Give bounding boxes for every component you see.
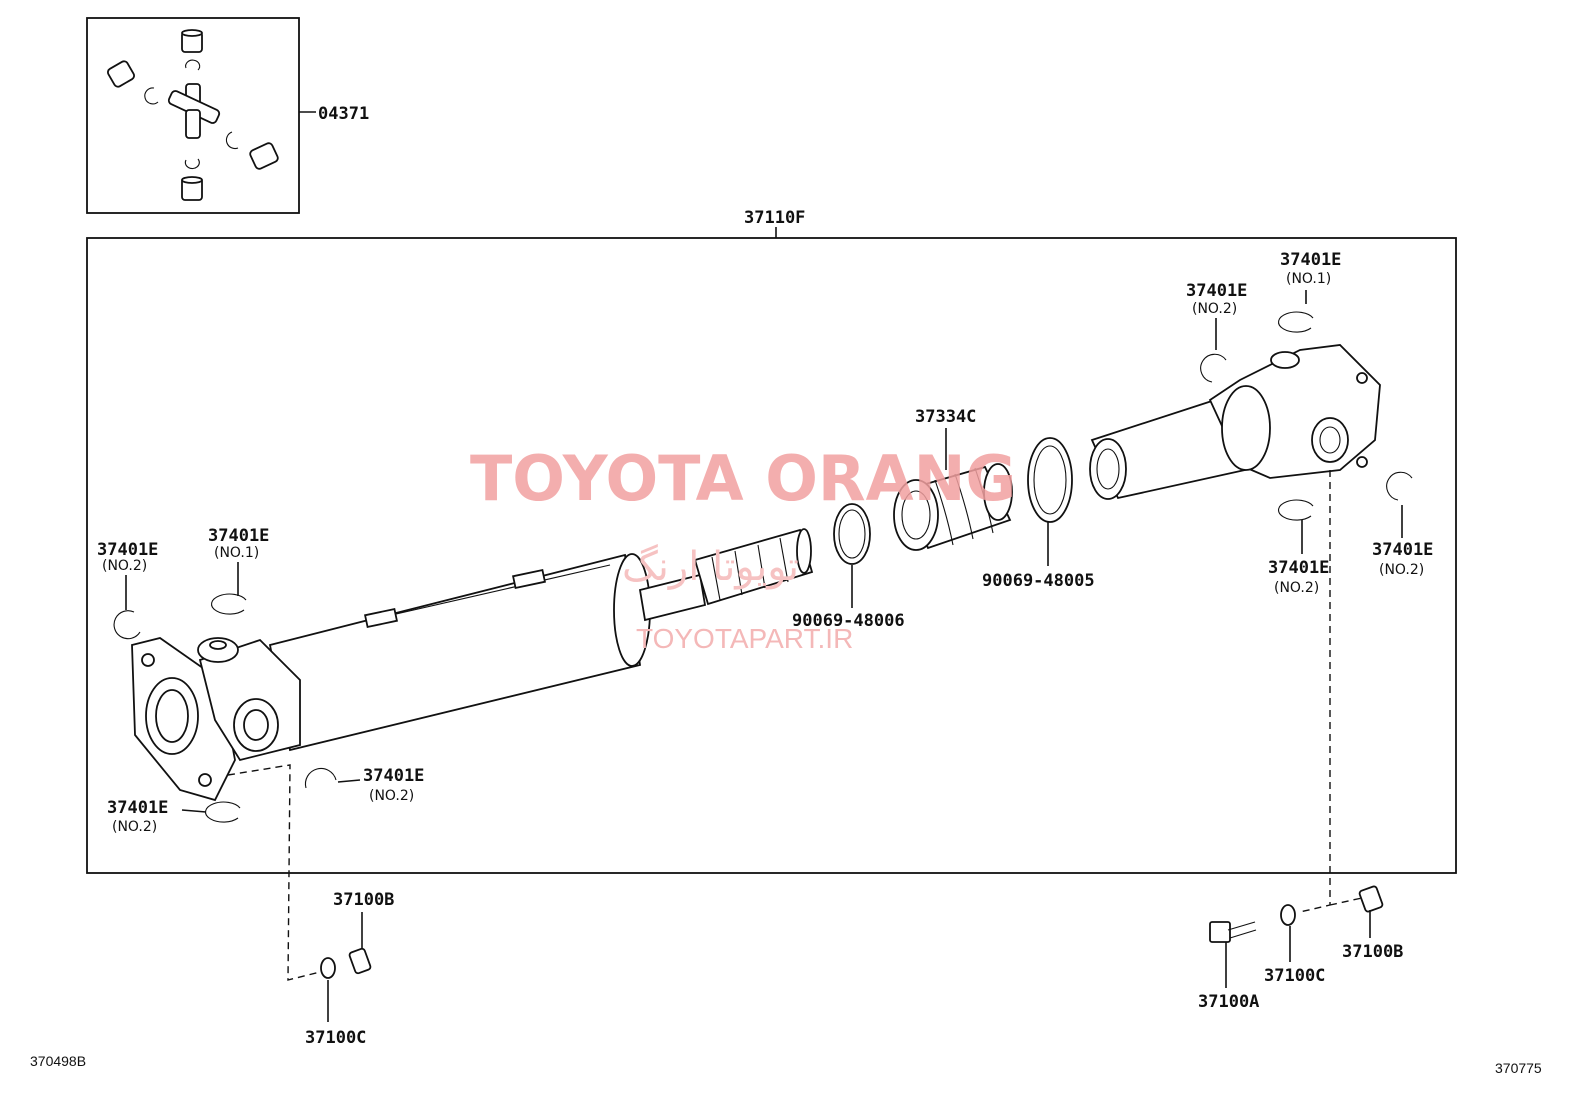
propeller-shaft-drawing [131, 528, 814, 802]
snap-ring-variant-right-top: (NO.2) [1192, 301, 1237, 317]
nut-label-right: 37100B [1342, 942, 1403, 962]
nut-label-left: 37100B [333, 890, 394, 910]
snap-ring-label-right-far: 37401E [1372, 540, 1433, 560]
snap-ring-label-left-top: 37401E [97, 540, 158, 560]
clip-small-drawing [833, 503, 871, 565]
clip-large-part-number: 90069-48005 [982, 571, 1095, 591]
snap-ring-variant-left-no1: (NO.1) [214, 545, 259, 561]
snap-ring-label-right-top: 37401E [1186, 281, 1247, 301]
bolt-label-right: 37100A [1198, 992, 1259, 1012]
clip-large-drawing [1027, 437, 1073, 523]
clip-small-part-number: 90069-48006 [792, 611, 905, 631]
kit-frame [86, 17, 300, 214]
snap-ring-label-right-no1: 37401E [1280, 250, 1341, 270]
watermark-brand: TOYOTA ORANG [470, 442, 1016, 515]
snap-ring-drawings [113, 311, 1413, 823]
assembly-frame [86, 237, 1457, 874]
boot-drawing [893, 463, 1013, 551]
hardware-drawings [320, 885, 1384, 979]
snap-ring-variant-right-far: (NO.2) [1379, 562, 1424, 578]
snap-ring-label-left-lower: 37401E [363, 766, 424, 786]
snap-ring-variant-left-lower: (NO.2) [369, 788, 414, 804]
kit-part-number: 04371 [318, 104, 369, 124]
snap-ring-label-right-lower: 37401E [1268, 558, 1329, 578]
boot-part-number: 37334C [915, 407, 976, 427]
spider-kit-drawing [107, 29, 279, 201]
snap-ring-variant-left-bottom: (NO.2) [112, 819, 157, 835]
assembly-part-number: 37110F [744, 208, 805, 228]
illustration-code-right: 370775 [1495, 1060, 1542, 1076]
snap-ring-variant-right-lower: (NO.2) [1274, 580, 1319, 596]
watermark-site: TOYOTAPART.IR [636, 623, 853, 654]
watermark-persian: تویوتا ارنگ [622, 544, 799, 590]
slip-yoke-drawing [1089, 344, 1381, 500]
snap-ring-variant-right-no1: (NO.1) [1286, 271, 1331, 287]
snap-ring-label-left-no1: 37401E [208, 526, 269, 546]
illustration-code-left: 370498B [30, 1053, 86, 1069]
snap-ring-variant-left-top: (NO.2) [102, 558, 147, 574]
snap-ring-label-left-bottom: 37401E [107, 798, 168, 818]
washer-label-left: 37100C [305, 1028, 366, 1048]
washer-label-right: 37100C [1264, 966, 1325, 986]
